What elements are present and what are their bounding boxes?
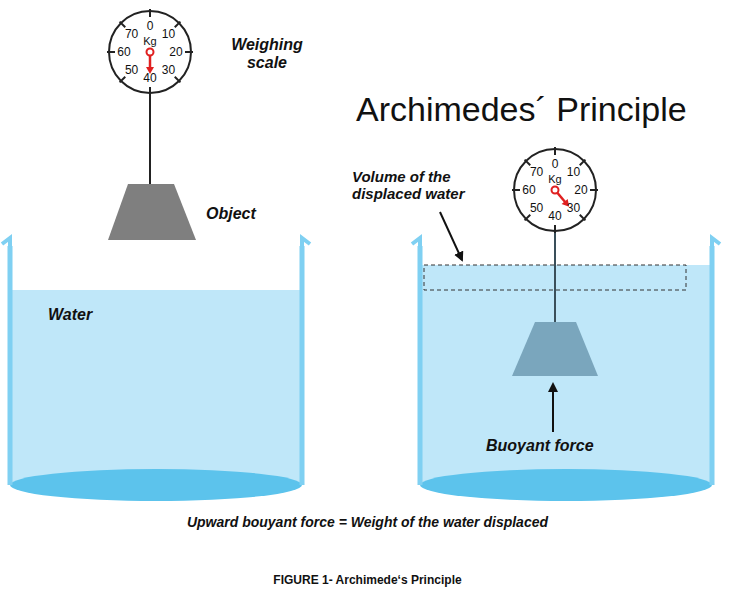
dial-number: 70 [530,166,543,178]
dial-unit: Kg [143,36,156,47]
force-arrow [552,384,554,432]
scale-dial [109,11,191,93]
title: Archimedes´ Principle [356,90,731,129]
dial-tick [120,22,126,28]
right-tank [412,238,720,501]
dial-tick [554,147,556,155]
tank-lip [2,238,10,248]
scale-dial [514,149,596,231]
tank-bottom [10,469,302,501]
dial-tick [554,225,556,233]
dial-tick [175,22,181,28]
left-tank [2,238,310,501]
dial-pivot [147,49,154,56]
dial-number: 30 [567,202,580,214]
tank-lip [412,238,420,248]
tank-wall [8,246,13,485]
dial-tick [107,51,115,53]
dial-number: 60 [117,46,130,58]
dial-tick [149,87,151,95]
label: Volume of the displaced water [352,168,484,203]
label: Object [206,205,296,223]
dial-number: 30 [162,64,175,76]
dial-number: 40 [548,210,561,222]
dial-tick [512,189,520,191]
tank-wall [418,246,423,485]
dial-number: 0 [552,158,559,170]
dial-tick [120,77,126,83]
tank-wall [300,246,305,485]
dial-tick [525,160,531,166]
label: Water [48,306,138,324]
label: Buoyant force [486,437,626,455]
dial-number: 40 [143,72,156,84]
equation-note: Upward bouyant force = Weight of the wat… [60,514,675,530]
string [554,232,556,322]
dial-tick [580,215,586,221]
dial-number: 20 [169,46,182,58]
caption: FIGURE 1- Archimede‘s Principle [0,574,735,588]
tank-lip [302,238,310,248]
dial-tick [185,51,193,53]
label: Weighing scale [212,36,322,73]
submerged-object [512,322,598,376]
dial-tick [590,189,598,191]
dial-number: 70 [125,28,138,40]
water [12,290,300,485]
object [108,184,196,240]
leader-arrow [440,212,462,260]
dial-tick [149,9,151,17]
dial-number: 0 [147,20,154,32]
tank-lip [712,238,720,248]
dial-pivot [552,187,559,194]
tank-wall [710,246,715,485]
dial-number: 20 [574,184,587,196]
dial-number: 50 [125,64,138,76]
dial-number: 10 [567,166,580,178]
dial-number: 50 [530,202,543,214]
tank-bottom [420,469,712,501]
dial-tick [525,215,531,221]
dial-tick [580,160,586,166]
dial-number: 60 [522,184,535,196]
dial-tick [175,77,181,83]
dial-number: 10 [162,28,175,40]
dial-unit: Kg [548,174,561,185]
string [149,94,151,184]
water [422,265,710,485]
